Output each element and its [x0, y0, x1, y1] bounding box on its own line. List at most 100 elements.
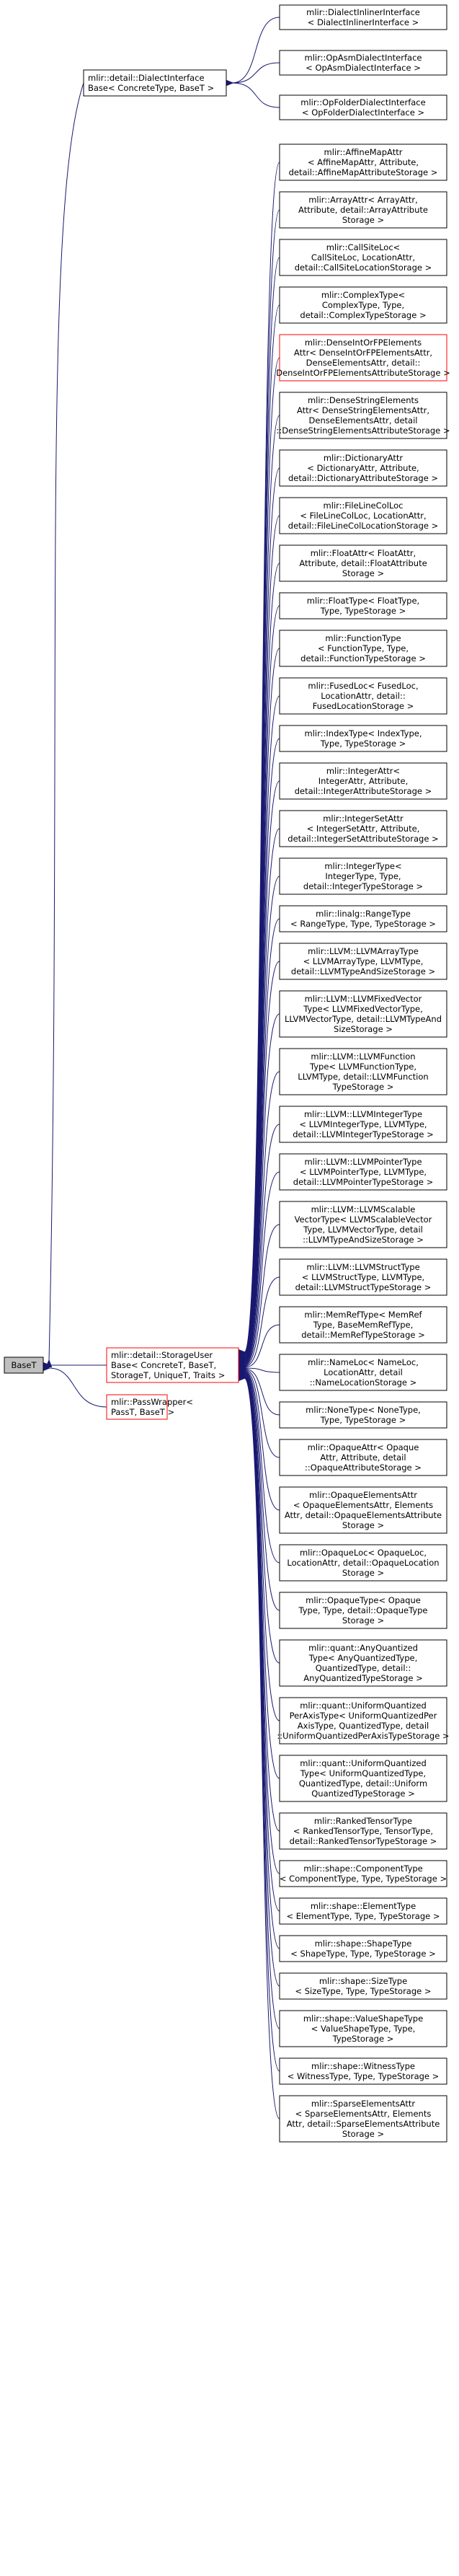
derived-class-node[interactable]: mlir::ArrayAttr< ArrayAttr,Attribute, de… [279, 191, 447, 229]
derived-class-node-label-line: < LLVMStructType, LLVMType, [302, 1272, 424, 1282]
derived-class-node[interactable]: mlir::CallSiteLoc<CallSiteLoc, LocationA… [279, 239, 447, 276]
derived-class-node[interactable]: mlir::MemRefType< MemRefType, BaseMemRef… [279, 1306, 447, 1344]
edge-derived-to-storage-user-base [244, 1371, 280, 1611]
derived-class-node[interactable]: mlir::LLVM::LLVMPointerType< LLVMPointer… [279, 1153, 447, 1191]
derived-class-node[interactable]: mlir::FusedLoc< FusedLoc,LocationAttr, d… [279, 677, 447, 715]
derived-class-node[interactable]: mlir::ComplexType<ComplexType, Type,deta… [279, 286, 447, 324]
derived-class-node[interactable]: mlir::quant::UniformQuantizedType< Unifo… [279, 1755, 447, 1802]
derived-class-node[interactable]: mlir::LLVM::LLVMFixedVectorType< LLVMFix… [279, 990, 447, 1038]
derived-class-node-box [279, 1639, 447, 1687]
derived-class-node-box [279, 592, 447, 619]
dialect-inline-interface-node[interactable]: mlir::DialectInlinerInterface< DialectIn… [279, 4, 447, 30]
derived-class-node[interactable]: mlir::quant::UniformQuantizedPerAxisType… [277, 1697, 450, 1744]
derived-class-node[interactable]: mlir::shape::WitnessType< WitnessType, T… [279, 2057, 447, 2085]
op-asm-dialect-interface-node-box [279, 50, 447, 76]
op-asm-dialect-interface-node-label-line: mlir::OpAsmDialectInterface [305, 53, 422, 63]
op-folder-dialect-interface-node[interactable]: mlir::OpFolderDialectInterface< OpFolder… [279, 94, 447, 120]
derived-class-node-label-line: mlir::OpaqueLoc< OpaqueLoc, [300, 1548, 427, 1558]
edge-derived-to-storage-user-base [244, 918, 280, 1362]
derived-class-node-box [279, 1486, 447, 1534]
dialect-interface-base-node-label-line: mlir::detail::DialectInterface [88, 73, 205, 83]
derived-class-node[interactable]: mlir::IntegerAttr<IntegerAttr, Attribute… [279, 762, 447, 800]
derived-class-node-label-line: Type, Type, detail::OpaqueType [298, 1605, 428, 1615]
pass-wrapper-node[interactable]: mlir::PassWrapper<PassT, BaseT > [106, 1394, 193, 1420]
edge-derived-to-storage-user-base [244, 1377, 280, 2072]
derived-class-node[interactable]: mlir::DictionaryAttr< DictionaryAttr, At… [279, 449, 447, 487]
derived-class-node-label-line: mlir::AffineMapAttr [324, 147, 403, 157]
derived-class-node[interactable]: mlir::NameLoc< NameLoc,LocationAttr, det… [279, 1354, 447, 1391]
derived-class-node-label-line: QuantizedType, detail:: [316, 1663, 411, 1673]
derived-class-node[interactable]: mlir::shape::ShapeType< ShapeType, Type,… [279, 1935, 447, 1962]
derived-class-node[interactable]: mlir::DenseIntOrFPElementsAttr< DenseInt… [276, 334, 450, 381]
edge-derived-to-storage-user-base [244, 1276, 280, 1367]
dialect-inline-interface-node-box [279, 4, 447, 30]
op-asm-dialect-interface-node[interactable]: mlir::OpAsmDialectInterface< OpAsmDialec… [279, 50, 447, 76]
edge-layer [49, 17, 280, 2120]
derived-class-node-box [279, 762, 447, 800]
derived-class-node[interactable]: mlir::LLVM::LLVMArrayType< LLVMArrayType… [279, 943, 447, 980]
derived-class-node-label-line: Type, TypeStorage > [320, 606, 406, 616]
derived-class-node[interactable]: mlir::linalg::RangeType< RangeType, Type… [279, 905, 447, 932]
derived-class-node[interactable]: mlir::IndexType< IndexType,Type, TypeSto… [279, 725, 447, 752]
derived-class-node[interactable]: mlir::AffineMapAttr< AffineMapAttr, Attr… [279, 144, 447, 181]
derived-class-node[interactable]: mlir::RankedTensorType< RankedTensorType… [279, 1812, 447, 1850]
derived-class-node-label-line: LLVMType, detail::LLVMFunction [298, 1072, 428, 1082]
derived-class-node-box [279, 1439, 447, 1476]
derived-class-node[interactable]: mlir::OpaqueAttr< OpaqueAttr, Attribute,… [279, 1439, 447, 1476]
baset-root-node[interactable]: BaseT [4, 1357, 44, 1374]
edge-to-dialect-interface-base [232, 62, 280, 83]
derived-class-node-box [279, 1972, 447, 2000]
derived-class-node[interactable]: mlir::LLVM::LLVMStructType< LLVMStructTy… [279, 1258, 447, 1296]
edge-derived-to-storage-user-base [244, 780, 280, 1360]
derived-class-node[interactable]: mlir::shape::ComponentType< ComponentTyp… [279, 1860, 447, 1887]
derived-class-node-label-line: ::OpaqueAttributeStorage > [305, 1463, 422, 1473]
derived-class-node[interactable]: mlir::quant::AnyQuantizedType< AnyQuanti… [279, 1639, 447, 1687]
storage-user-base-node-label-line: Base< ConcreteT, BaseT, [111, 1360, 216, 1370]
derived-class-node[interactable]: mlir::DenseStringElementsAttr< DenseStri… [276, 392, 450, 439]
derived-class-node-label-line: Type< LLVMFixedVectorType, [303, 1004, 423, 1014]
derived-class-node-label-line: ::LLVMTypeAndSizeStorage > [303, 1235, 424, 1245]
derived-class-node[interactable]: mlir::shape::ValueShapeType< ValueShapeT… [279, 2010, 447, 2047]
derived-class-node[interactable]: mlir::LLVM::LLVMFunctionType< LLVMFuncti… [279, 1048, 447, 1095]
derived-class-node-box [279, 1106, 447, 1143]
derived-class-node-label-line: mlir::FileLineColLoc [324, 500, 404, 511]
derived-class-node[interactable]: mlir::OpaqueElementsAttr< OpaqueElements… [279, 1486, 447, 1534]
derived-class-node[interactable]: mlir::NoneType< NoneType,Type, TypeStora… [279, 1401, 447, 1429]
dialect-interface-base-node-label-line: Base< ConcreteType, BaseT > [88, 83, 214, 93]
derived-class-node[interactable]: mlir::SparseElementsAttr< SparseElements… [279, 2095, 447, 2143]
derived-class-node[interactable]: mlir::shape::SizeType< SizeType, Type, T… [279, 1972, 447, 2000]
derived-class-node[interactable]: mlir::LLVM::LLVMIntegerType< LLVMInteger… [279, 1106, 447, 1143]
derived-class-node-box [279, 449, 447, 487]
derived-class-node-box [279, 1153, 447, 1191]
derived-class-node-label-line: Type< AnyQuantizedType, [308, 1653, 418, 1663]
derived-class-node[interactable]: mlir::FileLineColLoc< FileLineColLoc, Lo… [279, 497, 447, 534]
derived-class-node-box [279, 1592, 447, 1629]
derived-class-node-label-line: mlir::LLVM::LLVMScalable [311, 1204, 416, 1214]
derived-class-node-box [279, 1755, 447, 1802]
derived-class-node-label-line: mlir::LLVM::LLVMFixedVector [305, 994, 422, 1004]
derived-class-node[interactable]: mlir::IntegerSetAttr< IntegerSetAttr, At… [279, 810, 447, 847]
derived-class-node-label-line: < LLVMArrayType, LLVMType, [303, 956, 424, 966]
derived-class-node-label-line: mlir::quant::AnyQuantized [308, 1643, 418, 1653]
derived-class-node-label-line: Attribute, detail::FloatAttribute [299, 558, 427, 568]
derived-class-node-label-line: < SizeType, Type, TypeStorage > [295, 1986, 431, 1996]
derived-class-node-label-line: < ElementType, Type, TypeStorage > [286, 1911, 440, 1921]
derived-class-node-label-line: detail::LLVMStructTypeStorage > [295, 1282, 432, 1292]
derived-class-node[interactable]: mlir::OpaqueType< OpaqueType, Type, deta… [279, 1592, 447, 1629]
edge-derived-to-storage-user-base [244, 1374, 280, 1832]
derived-class-node[interactable]: mlir::IntegerType<IntegerType, Type,deta… [279, 857, 447, 895]
edge-derived-to-storage-user-base [244, 1375, 280, 1874]
derived-class-node-box [279, 630, 447, 667]
derived-class-node-box [279, 544, 447, 582]
derived-class-node-box [279, 239, 447, 276]
derived-class-node[interactable]: mlir::shape::ElementType< ElementType, T… [279, 1897, 447, 1925]
derived-class-node-label-line: < AffineMapAttr, Attribute, [308, 157, 419, 167]
derived-class-node[interactable]: mlir::FunctionType< FunctionType, Type,d… [279, 630, 447, 667]
derived-class-node[interactable]: mlir::FloatType< FloatType,Type, TypeSto… [279, 592, 447, 619]
derived-class-node[interactable]: mlir::FloatAttr< FloatAttr,Attribute, de… [279, 544, 447, 582]
derived-class-node-box [279, 2095, 447, 2143]
derived-class-node[interactable]: mlir::OpaqueLoc< OpaqueLoc,LocationAttr,… [279, 1544, 447, 1582]
